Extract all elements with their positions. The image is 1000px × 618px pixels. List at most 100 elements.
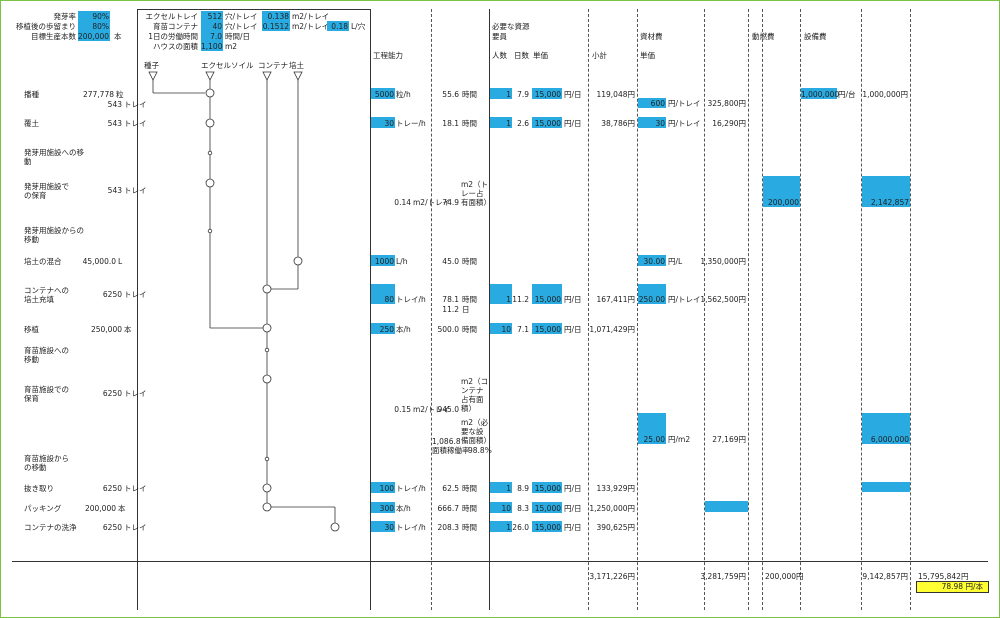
price-unit: 円/日 (564, 484, 582, 493)
equip-price-value: 1,000,000 (801, 90, 840, 99)
mat-price-cell[interactable] (638, 117, 666, 128)
qty2-value: 6250 (102, 290, 122, 299)
days-value: 2.6 (517, 119, 529, 128)
people-cell[interactable] (490, 482, 512, 493)
price-cell[interactable] (532, 482, 562, 493)
germination-cell[interactable] (78, 11, 110, 21)
flow-node (207, 150, 213, 156)
price-cell[interactable] (532, 502, 562, 513)
capacity-unit: トレー/h (396, 119, 426, 128)
mat-price-cell[interactable] (638, 413, 666, 444)
hours-value: 55.6 (442, 90, 459, 99)
price-cell[interactable] (532, 284, 562, 304)
hours-cell[interactable] (201, 31, 223, 41)
subtotal-value: 1,071,429円 (589, 325, 635, 334)
capacity-cell[interactable] (371, 521, 395, 532)
capacity-cell[interactable] (371, 502, 395, 513)
flow-node (262, 502, 272, 512)
retention-cell[interactable] (78, 21, 110, 31)
qty2-unit: トレイ (124, 100, 147, 109)
flow-node (205, 118, 215, 128)
price-unit: 円/日 (564, 90, 582, 99)
days-value: 8.9 (517, 484, 529, 493)
mat-total-cell[interactable] (705, 501, 748, 512)
capacity-value: 250 (379, 325, 394, 334)
container-unit: 穴/トレイ (225, 22, 258, 31)
mat-price-cell[interactable] (638, 98, 666, 108)
capacity-cell[interactable] (371, 323, 395, 334)
mat-price-cell[interactable] (638, 284, 666, 304)
price-cell[interactable] (532, 323, 562, 334)
equip-total-cell[interactable] (862, 482, 910, 492)
capacity-cell[interactable] (371, 284, 395, 304)
price-value: 15,000 (534, 504, 561, 513)
people-cell[interactable] (490, 502, 512, 513)
capacity-cell[interactable] (371, 88, 395, 99)
retention-label: 移植後の歩留まり (16, 22, 76, 31)
hours-unit: 時間 (462, 484, 477, 493)
equip-price-cell[interactable] (801, 88, 837, 99)
people-header: 人数 (492, 51, 507, 60)
per-unit-cell[interactable] (916, 581, 989, 593)
flow-triangle-medium (293, 71, 303, 81)
container-area-cell[interactable] (262, 21, 290, 31)
house-area-label: ハウスの面積 (153, 42, 198, 51)
container-volume-cell[interactable] (327, 21, 349, 31)
hours-value: 208.3 (437, 523, 459, 532)
price-value: 15,000 (534, 325, 561, 334)
flow-node (293, 256, 303, 266)
hours-unit: 時間 (462, 295, 477, 304)
process-name: パッキング (24, 504, 62, 513)
subtotal-value: 167,411円 (596, 295, 635, 304)
qty1-unit: 粒 (116, 90, 124, 99)
qty2-unit: トレイ (124, 484, 147, 493)
people-cell[interactable] (490, 88, 512, 99)
container-area-unit: m2/トレイ (292, 22, 330, 31)
container-cell[interactable] (201, 21, 223, 31)
flow-node (262, 374, 272, 384)
people-cell[interactable] (490, 117, 512, 128)
col-divider-capacity (370, 9, 371, 610)
days-header: 日数 (514, 51, 529, 60)
hours-value: 18.1 (442, 119, 459, 128)
mat-price-cell[interactable] (638, 255, 666, 266)
mat-price-unit: 円/トレイ (668, 99, 701, 108)
qty2-value: 6250 (102, 389, 122, 398)
qty2-unit: トレイ (124, 389, 147, 398)
target-cell[interactable] (78, 31, 110, 41)
flow-node (262, 284, 272, 294)
price-unit: 円/日 (564, 295, 582, 304)
subtotal-value: 38,786円 (601, 119, 635, 128)
capacity-cell[interactable] (371, 255, 395, 266)
process-name: 培土の混合 (24, 257, 62, 266)
capacity-unit: 本/h (396, 325, 411, 334)
capacity-unit: トレイ/h (396, 523, 426, 532)
equip-total-cell[interactable] (862, 413, 910, 444)
price-cell[interactable] (532, 117, 562, 128)
equip-total-value: 6,000,000 (870, 435, 909, 444)
price-cell[interactable] (532, 521, 562, 532)
excel-tray-area-cell[interactable] (262, 11, 290, 21)
price-cell[interactable] (532, 88, 562, 99)
capacity-value: 0.15 (394, 405, 411, 414)
house-area-cell[interactable] (201, 41, 223, 51)
equip-price-unit: 円/台 (838, 90, 856, 99)
people-cell[interactable] (490, 521, 512, 532)
capacity-cell[interactable] (371, 117, 395, 128)
people-cell[interactable] (490, 323, 512, 334)
rate-label: 面積稼働率 (432, 446, 470, 455)
power-cell[interactable] (763, 176, 800, 207)
flow-node (330, 522, 340, 532)
mat-total-value: 1,350,000円 (700, 257, 746, 266)
equip-total-cell[interactable] (862, 176, 910, 207)
price-value: 15,000 (534, 119, 561, 128)
excel-tray-cell[interactable] (201, 11, 223, 21)
price-unit: 円/日 (564, 523, 582, 532)
capacity-unit: 本/h (396, 504, 411, 513)
people-cell[interactable] (490, 284, 512, 304)
capacity-cell[interactable] (371, 482, 395, 493)
equip-total-value: 2,142,857 (870, 198, 909, 207)
equip-total-value: 1,000,000円 (862, 90, 908, 99)
subtotal-value: 119,048円 (596, 90, 635, 99)
materials-total: 3,281,759円 (700, 572, 746, 581)
